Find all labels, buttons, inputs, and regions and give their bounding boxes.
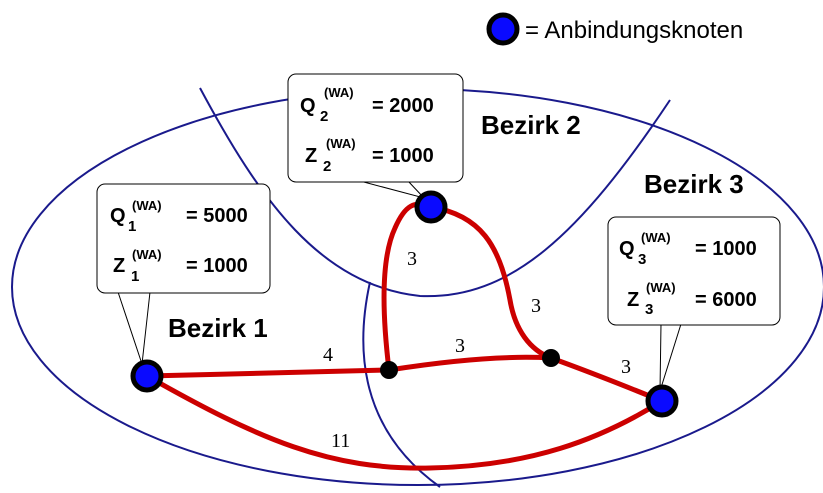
q-value: = 2000 <box>372 95 434 117</box>
connector-node-bezirk-2 <box>414 190 448 224</box>
district-label-bezirk-2: Bezirk 2 <box>481 110 581 140</box>
info-box-bezirk-2: Q (WA) 2 = 2000 Z (WA) 2 = 1000 <box>287 73 464 183</box>
edge-weight-junctionB-node3: 3 <box>621 356 631 378</box>
edge-weight-junctionA-node2: 3 <box>407 248 417 270</box>
road-node1-node3 <box>144 373 665 471</box>
edge-weight-node2-junctionB: 3 <box>531 295 541 317</box>
road-junctionA-junctionB <box>386 354 554 373</box>
z-value: = 1000 <box>372 145 434 167</box>
q-letter: Q <box>110 205 126 227</box>
q-letter: Q <box>619 238 635 260</box>
road-node1-junctionA <box>144 367 392 379</box>
legend-node-icon <box>486 12 520 46</box>
edge-weight-node1-junctionA: 4 <box>323 344 333 366</box>
z-letter: Z <box>305 145 317 167</box>
edge-weight-node1-node3: 11 <box>331 430 350 452</box>
legend: = Anbindungsknoten <box>486 12 743 46</box>
q-value: = 1000 <box>695 238 757 260</box>
road-junctionB-node3 <box>548 355 665 404</box>
district-label-bezirk-3: Bezirk 3 <box>644 169 744 199</box>
z-superscript: (WA) <box>132 247 162 262</box>
road-junctionA-node2 <box>381 201 434 373</box>
callout-line-bezirk-2 <box>359 180 426 199</box>
connector-node-bezirk-1 <box>130 359 164 393</box>
info-box-bezirk-3: Q (WA) 3 = 1000 Z (WA) 3 = 6000 <box>607 216 781 326</box>
info-box-bezirk-1: Q (WA) 1 = 5000 Z (WA) 1 = 1000 <box>96 183 271 294</box>
z-value: = 6000 <box>695 289 757 311</box>
z-subscript: 1 <box>131 268 139 285</box>
z-subscript: 2 <box>323 158 331 175</box>
q-letter: Q <box>300 95 316 117</box>
callout-line-bezirk-1 <box>117 291 151 365</box>
junction-node-b <box>542 349 560 367</box>
district-label-bezirk-1: Bezirk 1 <box>168 313 268 343</box>
junction-node-a <box>380 361 398 379</box>
q-superscript: (WA) <box>132 198 162 213</box>
road-network <box>144 201 665 471</box>
legend-label: = Anbindungsknoten <box>525 17 743 44</box>
district-1-3-boundary <box>362 281 441 488</box>
z-letter: Z <box>627 289 639 311</box>
z-value: = 1000 <box>186 255 248 277</box>
q-subscript: 3 <box>638 251 646 268</box>
z-superscript: (WA) <box>646 280 676 295</box>
q-value: = 5000 <box>186 205 248 227</box>
q-subscript: 2 <box>320 108 328 125</box>
z-subscript: 3 <box>645 301 653 318</box>
q-superscript: (WA) <box>324 85 354 100</box>
q-subscript: 1 <box>128 218 136 235</box>
edge-weight-junctionA-junctionB: 3 <box>455 335 465 357</box>
connector-node-bezirk-3 <box>645 384 679 418</box>
callout-line-bezirk-3 <box>659 323 682 392</box>
q-superscript: (WA) <box>641 230 671 245</box>
road-node2-junctionB <box>428 204 554 361</box>
z-letter: Z <box>113 255 125 277</box>
z-superscript: (WA) <box>326 136 356 151</box>
